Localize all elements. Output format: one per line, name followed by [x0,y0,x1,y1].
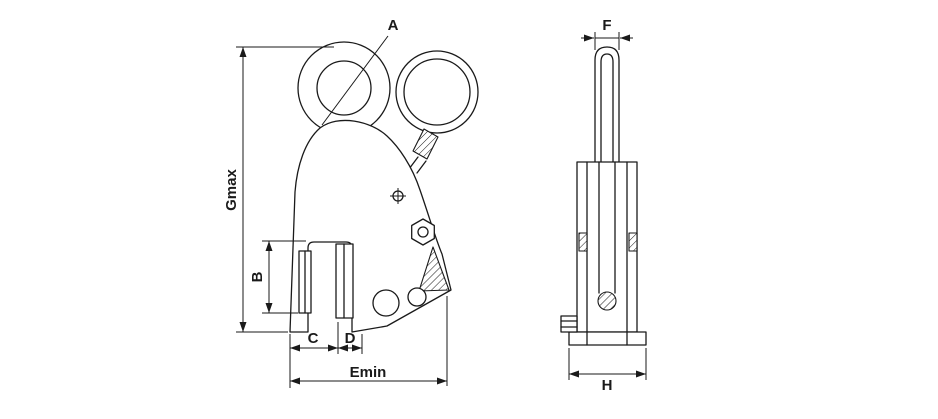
handle-clevis-hatch [412,128,439,160]
side-body [576,161,638,333]
dim-emin: Emin [290,296,448,386]
handle-ring-inner [403,58,471,126]
dim-label-d: D [345,330,356,347]
dim-gmax: Gmax [223,46,334,333]
side-stop-left [578,232,588,252]
front-view [289,41,479,333]
side-base-foot [560,315,647,346]
clamp-body [289,119,452,333]
dim-label-emin: Emin [350,364,387,381]
side-stop-right [628,232,638,252]
side-shackle-outer [594,46,620,163]
handle-ring [395,50,479,174]
dim-label-f: F [602,17,611,34]
side-foot-outline [568,331,647,346]
dim-d: D [338,330,363,354]
dim-label-c: C [308,330,319,347]
cam-jaw [335,243,354,319]
hex-bolt [411,218,435,246]
dim-b: B [249,240,306,314]
dim-a: A [321,17,399,126]
side-lock-pin [560,315,578,333]
side-shackle-inner [600,53,614,163]
side-pivot-bolt [597,291,617,311]
hex-bolt-circle [417,226,429,238]
cam-teeth-hatch [418,246,450,292]
dim-a-leader [321,35,389,126]
dim-label-a: A [388,17,399,34]
dim-label-h: H [602,377,613,394]
lifting-eye-hole [316,60,372,116]
pivot-bolt-large [372,289,400,317]
dimensions: A Gmax B C D [223,17,647,394]
dim-label-b: B [249,271,266,282]
side-view [560,46,647,346]
dim-label-gmax: Gmax [223,169,240,211]
dim-h: H [568,348,647,394]
fixed-jaw-pad [298,250,312,314]
pivot-bolt-small [407,287,427,307]
handle-clevis-link [416,160,427,174]
dim-f: F [581,17,633,50]
center-target-mark [390,188,406,204]
